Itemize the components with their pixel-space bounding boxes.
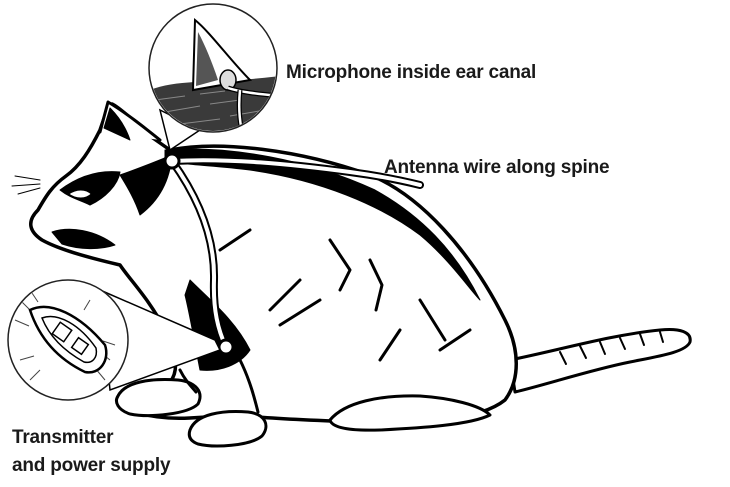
chest-node (217, 338, 235, 356)
transmitter-label-line1: Transmitter (12, 427, 114, 448)
ear-node (163, 152, 181, 170)
microphone-label: Microphone inside ear canal (286, 62, 537, 83)
antenna-label: Antenna wire along spine (384, 157, 610, 178)
transmitter-label: Transmitter and power supply (12, 424, 171, 480)
cat-body (11, 100, 692, 448)
transmitter-inset (7, 279, 222, 401)
ear-inset (148, 3, 278, 152)
antenna-wire (168, 156, 424, 351)
transmitter-label-line2: and power supply (12, 455, 171, 476)
